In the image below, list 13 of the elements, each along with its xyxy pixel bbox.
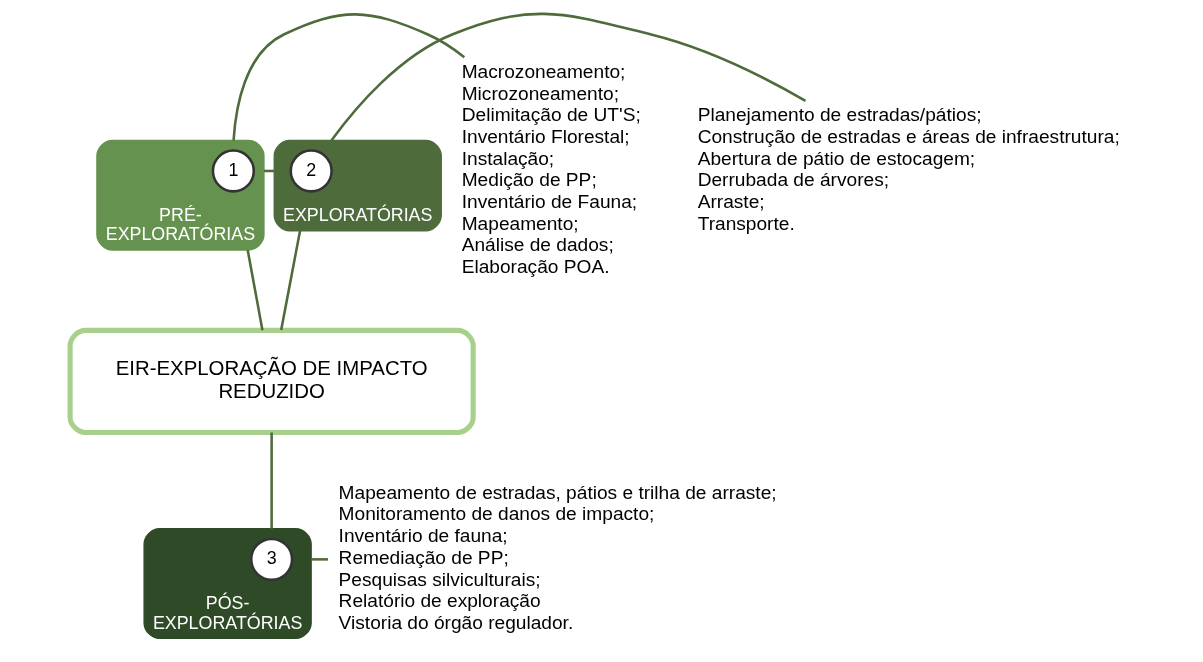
connector xyxy=(330,12,806,142)
connector xyxy=(279,230,301,331)
node-circle: 1 xyxy=(211,149,255,193)
node-box: EIR-EXPLORAÇÃO DE IMPACTO REDUZIDO xyxy=(67,327,476,435)
node-text: Planejamento de estradas/pátios; Construção de estradas e áreas de infraestrutura; Abertura de pátio de estocagem; Derrubada de árvores; Arraste; Transporte. xyxy=(697,104,1120,234)
connector xyxy=(245,249,264,331)
node-circle: 2 xyxy=(289,149,333,193)
connector xyxy=(269,432,273,529)
connector xyxy=(310,558,328,561)
connector xyxy=(231,13,465,141)
node-circle: 3 xyxy=(249,537,293,582)
node-text: Macrozoneamento; Microzoneamento; Delimitação de UT'S; Inventário Florestal; Instalação; Medição de PP; Inventário de Fauna; Mapeamento; Análise de dados; Elaboração POA. xyxy=(461,60,641,278)
node-text: Mapeamento de estradas, pátios e trilha de arraste; Monitoramento de danos de impacto; Inventário de fauna; Remediação de PP; Pesquisas silviculturais; Relatório de exploração Vistoria do órgão regulador. xyxy=(338,481,777,633)
